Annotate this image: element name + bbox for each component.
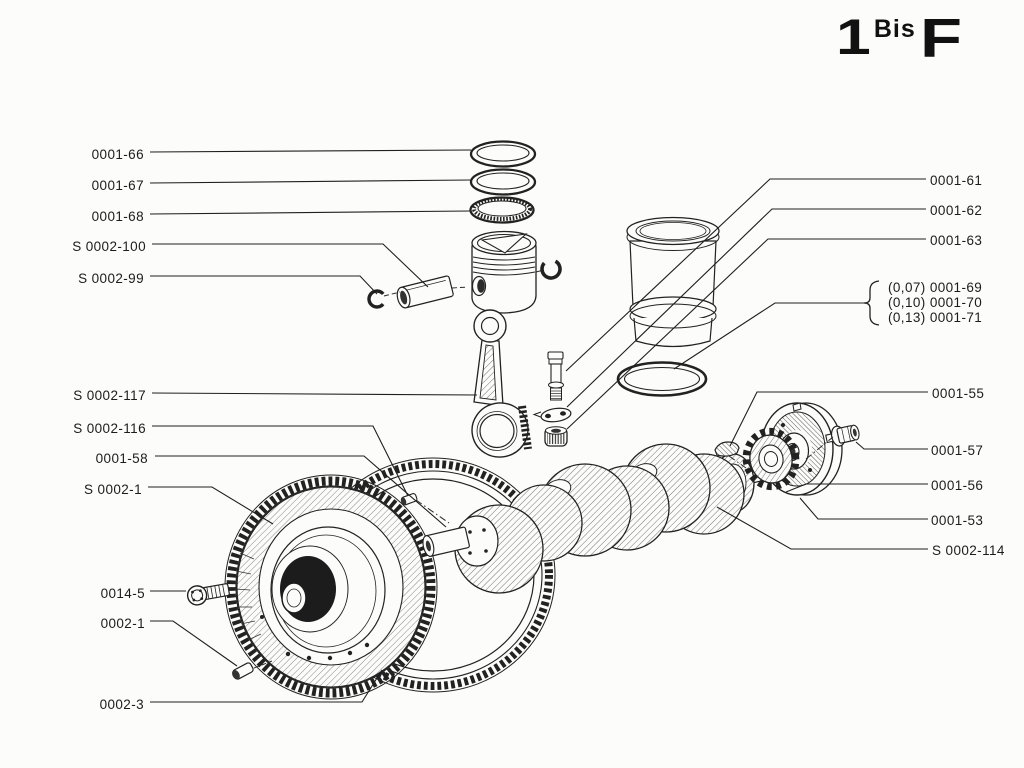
cylinder-liner (626, 216, 720, 348)
leader-line (155, 455, 447, 528)
circlip-right (540, 258, 562, 280)
leader-line (149, 179, 472, 184)
flywheel-rim-shading (234, 552, 262, 641)
leader-line (149, 210, 471, 215)
wrist-pin (396, 275, 454, 309)
flywheel-bolt-holes (260, 615, 370, 661)
leader-line (151, 392, 478, 396)
flywheel (224, 474, 438, 700)
leader-line (566, 238, 926, 430)
leader-line (565, 178, 926, 372)
leader-line (150, 669, 383, 703)
construction-line (535, 269, 545, 273)
rod-lock-washer (532, 407, 572, 423)
compression-ring-2 (469, 168, 537, 196)
pulley-keyway (792, 402, 802, 412)
circlip-left (367, 289, 387, 309)
leader-line (150, 620, 238, 667)
oil-control-ring (469, 196, 535, 224)
rod-bolt (547, 351, 564, 401)
plate-code: 1 Bis F (836, 9, 962, 66)
construction-line (415, 499, 450, 524)
leader-line (149, 149, 472, 153)
leader-line (716, 506, 928, 550)
leader-line (148, 486, 274, 525)
leader-line (566, 208, 926, 408)
crank-end-bolt (825, 424, 860, 447)
connecting-rod (471, 309, 532, 458)
leader-line (673, 302, 864, 370)
leader-line (152, 425, 409, 497)
leader-line (150, 275, 378, 295)
dowel-pin (232, 662, 254, 680)
crankshaft-nose (422, 515, 499, 567)
flywheel-bolt (186, 583, 230, 606)
plate-code-letter: F (919, 7, 962, 69)
leader-line (785, 483, 928, 493)
leader-line (729, 391, 928, 447)
construction-line (805, 436, 834, 460)
piston-crown-wedge (480, 233, 528, 254)
compression-ring-top (469, 140, 537, 168)
rod-nut (544, 426, 568, 447)
plate-code-digit: 1 (836, 9, 871, 65)
liner-base-seal (616, 361, 708, 397)
leader-lines (148, 149, 928, 703)
leader-line (799, 497, 928, 520)
leader-line (855, 441, 928, 450)
leader-line (152, 243, 429, 288)
construction-line (451, 286, 469, 289)
woodruff-key (714, 441, 740, 457)
bracket-brace (863, 280, 880, 326)
crank-webs (454, 443, 745, 594)
dowel-pin-small (400, 493, 418, 506)
crankshaft (422, 443, 801, 594)
construction-line (728, 455, 747, 469)
timing-sprocket (742, 427, 800, 491)
plate-code-sup: Bis (873, 15, 916, 43)
construction-line (253, 660, 273, 669)
construction-line (383, 291, 401, 297)
piston (471, 230, 537, 314)
